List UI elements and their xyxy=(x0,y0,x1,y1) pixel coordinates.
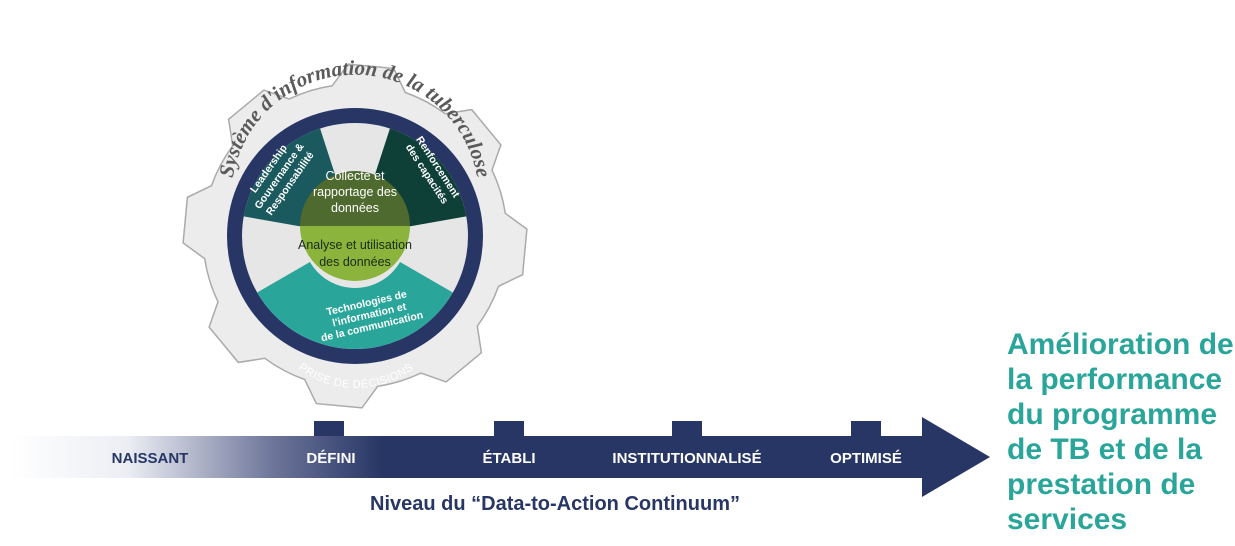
segment-ict xyxy=(257,262,453,349)
outcome-line: prestation de xyxy=(1007,468,1196,501)
continuum-stage-labels: NAISSANT DÉFINI ÉTABLI INSTITUTIONNALISÉ… xyxy=(112,450,902,467)
outcome-line: la performance xyxy=(1007,363,1223,396)
tick-etabli xyxy=(494,421,524,437)
stage-institutionnalise: INSTITUTIONNALISÉ xyxy=(612,450,761,467)
outcome-line: du programme xyxy=(1007,398,1218,431)
stage-optimise: OPTIMISÉ xyxy=(830,450,902,467)
outcome-line: Amélioration de xyxy=(1007,328,1234,361)
center-top-line-1: Collecte et xyxy=(325,169,385,183)
outcome-text: Amélioration de la performance du progra… xyxy=(1007,327,1235,537)
center-bottom-line-2: des données xyxy=(319,255,391,269)
continuum-axis-label: Niveau du “Data-to-Action Continuum” xyxy=(370,493,740,515)
tick-defini xyxy=(314,421,344,437)
tick-institutionnalise xyxy=(672,421,702,437)
outcome-line: services xyxy=(1007,503,1128,536)
tb-information-wheel xyxy=(227,108,483,364)
center-data-collection xyxy=(300,171,410,226)
stage-defini: DÉFINI xyxy=(306,450,355,467)
center-top-line-3: données xyxy=(331,201,379,215)
center-top-label: Collecte et rapportage des données xyxy=(313,169,397,215)
stage-naissant: NAISSANT xyxy=(112,450,189,467)
center-bottom-line-1: Analyse et utilisation xyxy=(298,238,412,252)
stage-etabli: ÉTABLI xyxy=(482,450,535,467)
center-bottom-label: Analyse et utilisation des données xyxy=(298,238,412,269)
continuum-arrow xyxy=(10,417,990,497)
tick-optimise xyxy=(851,421,881,437)
continuum-arrow-shape xyxy=(10,417,990,497)
center-top-line-2: rapportage des xyxy=(313,185,397,199)
outcome-line: de TB et de la xyxy=(1007,433,1203,466)
center-data-analysis xyxy=(300,226,410,281)
